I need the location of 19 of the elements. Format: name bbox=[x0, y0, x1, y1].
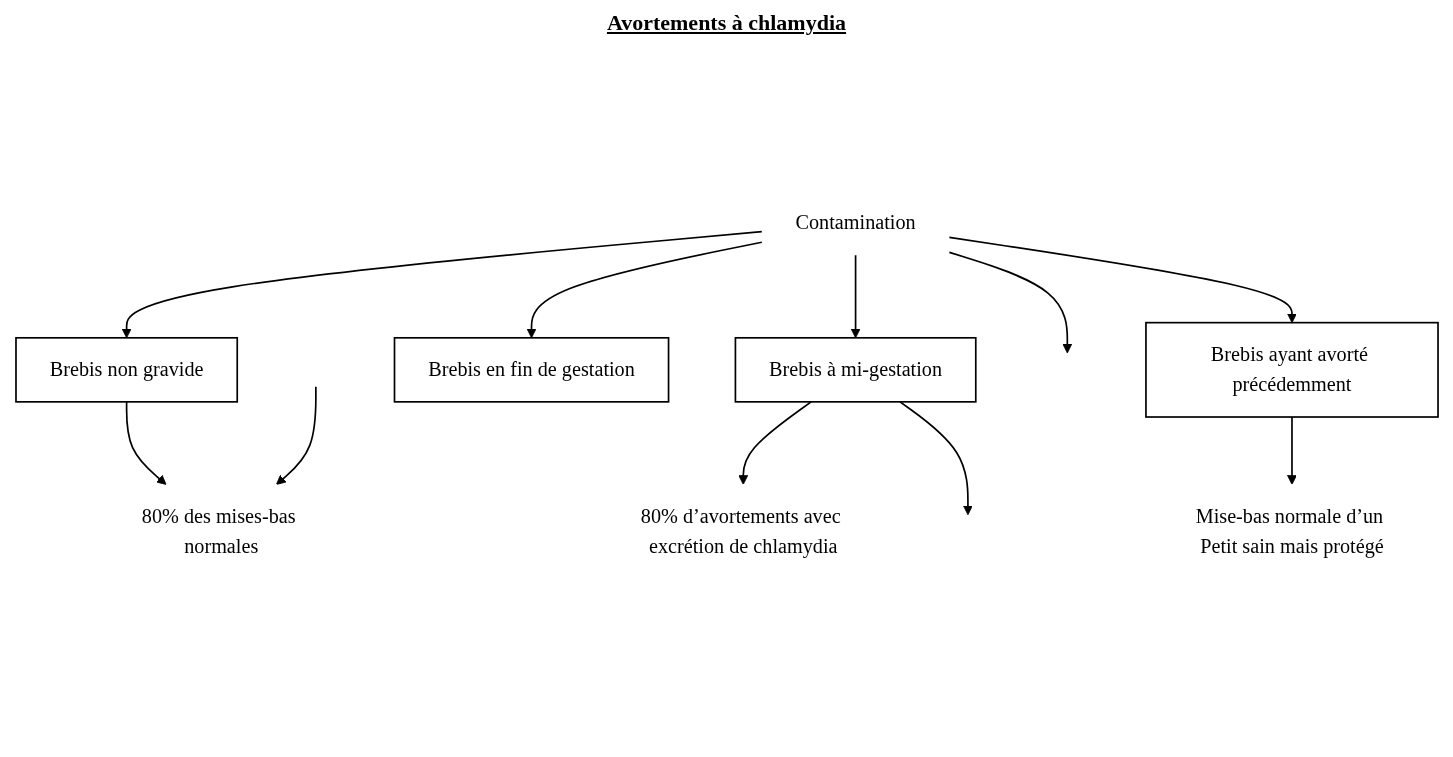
arrow bbox=[948, 236, 1297, 324]
process-box: Brebis non gravide bbox=[14, 337, 238, 403]
node-text: Mise-bas normale d’un Petit sain mais protégé bbox=[1195, 504, 1384, 558]
arrow bbox=[948, 251, 1072, 354]
arrow bbox=[125, 401, 166, 485]
arrow bbox=[737, 401, 812, 485]
arrow bbox=[275, 385, 317, 485]
diagram-title: Avortements à chlamydia bbox=[605, 10, 848, 36]
process-box: Brebis à mi-gestation bbox=[734, 337, 977, 403]
process-box: Brebis en fin de gestation bbox=[393, 337, 669, 403]
process-box: Brebis ayant avorté précédemment bbox=[1144, 321, 1439, 418]
arrow bbox=[898, 401, 973, 516]
arrow bbox=[526, 241, 763, 339]
node-text: Contamination bbox=[795, 211, 916, 234]
arrow bbox=[121, 230, 763, 339]
arrow bbox=[850, 254, 861, 339]
node-text: 80% des mises-bas normales bbox=[141, 504, 296, 558]
arrow bbox=[1286, 416, 1297, 485]
node-text: 80% d’avortements avec excrétion de chlamydia bbox=[640, 504, 841, 558]
